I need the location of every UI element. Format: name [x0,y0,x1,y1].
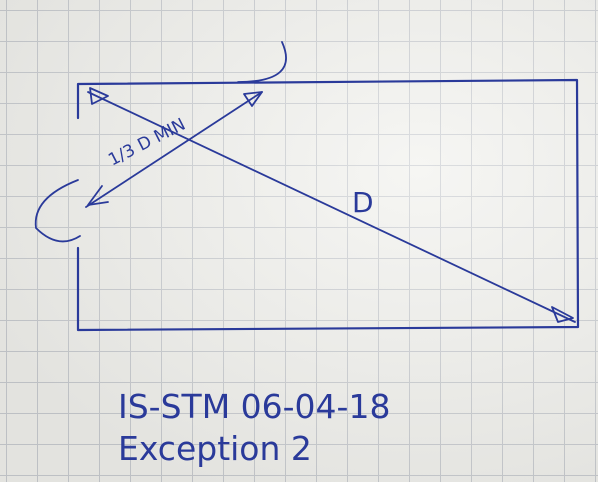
rectangle-outline [76,78,580,332]
measure-line [85,91,263,208]
measure-label: 1/3 D MIN [105,115,189,171]
diagonal-end-arrow [551,306,574,323]
diagonal-line [87,91,576,323]
measure-start-arrow [87,185,109,206]
diagonal-label: D [352,186,374,219]
caption-line-2: Exception 2 [118,429,312,468]
left-corner-arc [34,179,81,243]
measure-end-arrow [243,91,263,107]
top-corner-arc [237,41,287,83]
caption-line-1: IS-STM 06-04-18 [118,387,390,426]
diagonal-start-arrow [89,87,109,105]
